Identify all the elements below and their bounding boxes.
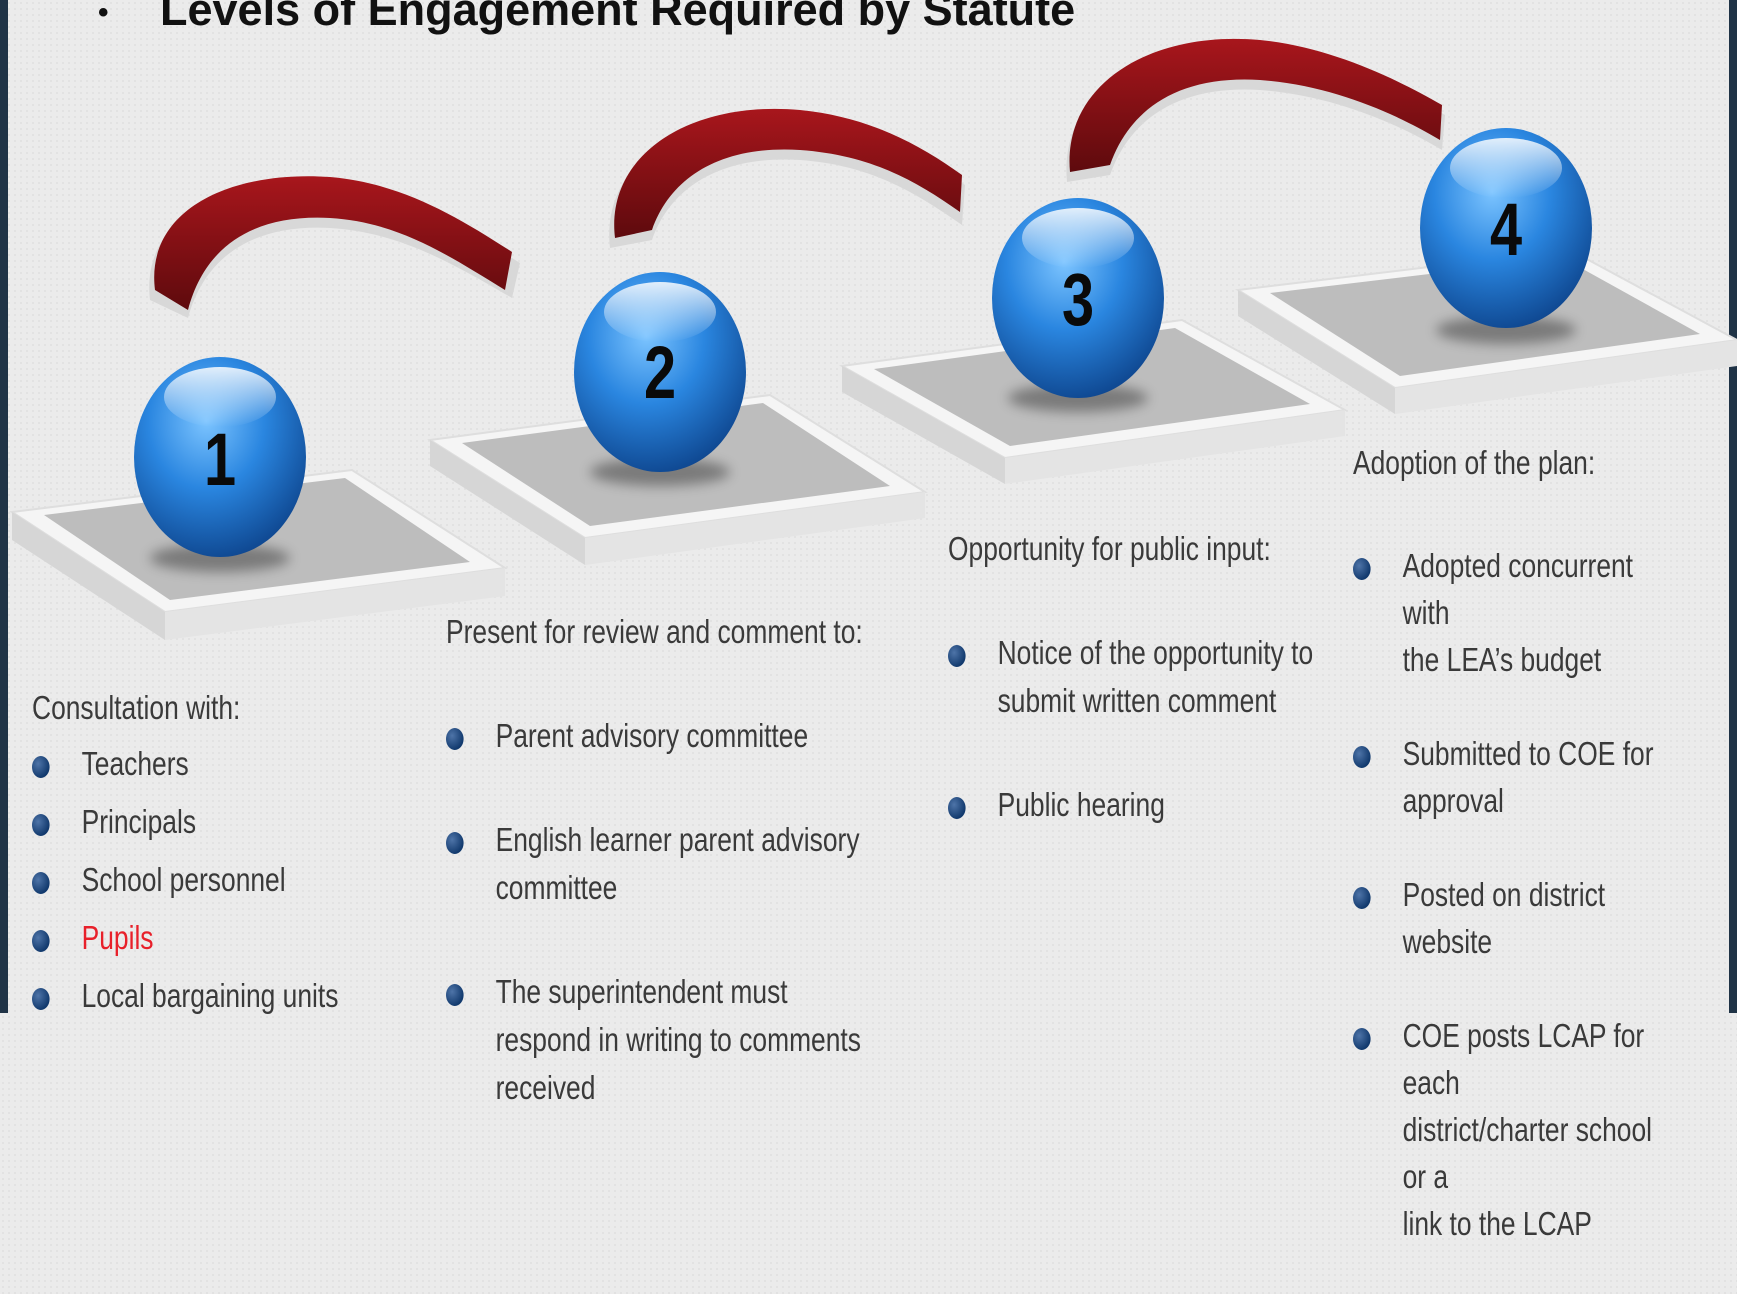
- step-2-heading: Present for review and comment to:: [446, 613, 863, 650]
- step-3-number: 3: [1062, 259, 1094, 342]
- list-item: The superintendent must respond in writi…: [446, 968, 863, 1112]
- step-3-text: Opportunity for public input: Notice of …: [948, 525, 1313, 877]
- list-item: Public hearing: [948, 781, 1313, 829]
- step-2-text: Present for review and comment to: Paren…: [446, 608, 863, 1160]
- list-item-highlighted: Pupils: [32, 914, 338, 972]
- step-1-heading: Consultation with:: [32, 689, 241, 726]
- step-4-sphere: [1420, 128, 1592, 344]
- engagement-steps-diagram: 1 2 3 4: [9, 38, 1737, 640]
- list-item: Teachers: [32, 740, 338, 798]
- arrow-3-to-4: [1066, 38, 1445, 182]
- title-bullet: •: [98, 0, 109, 30]
- list-item: Principals: [32, 798, 338, 856]
- list-item: School personnel: [32, 856, 338, 914]
- step-2-sphere: [574, 272, 746, 486]
- title-text: Levels of Engagement Required by Statute: [160, 0, 1076, 35]
- list-item: Submitted to COE for approval: [1353, 730, 1660, 824]
- list-item: Posted on district website: [1353, 871, 1660, 965]
- platform-3: [838, 318, 1349, 484]
- arrow-2-to-3: [609, 108, 965, 248]
- step-4-heading: Adoption of the plan:: [1353, 444, 1596, 481]
- step-3-heading: Opportunity for public input:: [948, 530, 1271, 567]
- slide-title: • Levels of Engagement Required by Statut…: [98, 0, 1075, 36]
- right-frame-edge: [1729, 0, 1737, 1013]
- step-4-text: Adoption of the plan: Adopted concurrent…: [1353, 439, 1660, 1294]
- list-item: English learner parent advisory committe…: [446, 816, 863, 912]
- list-item: COE posts LCAP for each district/charter…: [1353, 1012, 1660, 1247]
- step-1-text: Consultation with: Teachers Principals S…: [32, 684, 338, 1030]
- list-item: Parent advisory committee: [446, 712, 863, 760]
- list-item: Notice of the opportunity to submit writ…: [948, 629, 1313, 725]
- step-3-sphere: [992, 198, 1164, 412]
- left-frame-edge: [0, 0, 8, 1013]
- list-item: Adopted concurrent with the LEA’s budget: [1353, 542, 1660, 683]
- step-2-number: 2: [644, 332, 676, 415]
- step-1-number: 1: [204, 419, 236, 502]
- list-item: Local bargaining units: [32, 972, 338, 1030]
- arrow-1-to-2: [149, 176, 521, 318]
- step-1-sphere: [134, 357, 306, 572]
- step-4-number: 4: [1490, 189, 1522, 272]
